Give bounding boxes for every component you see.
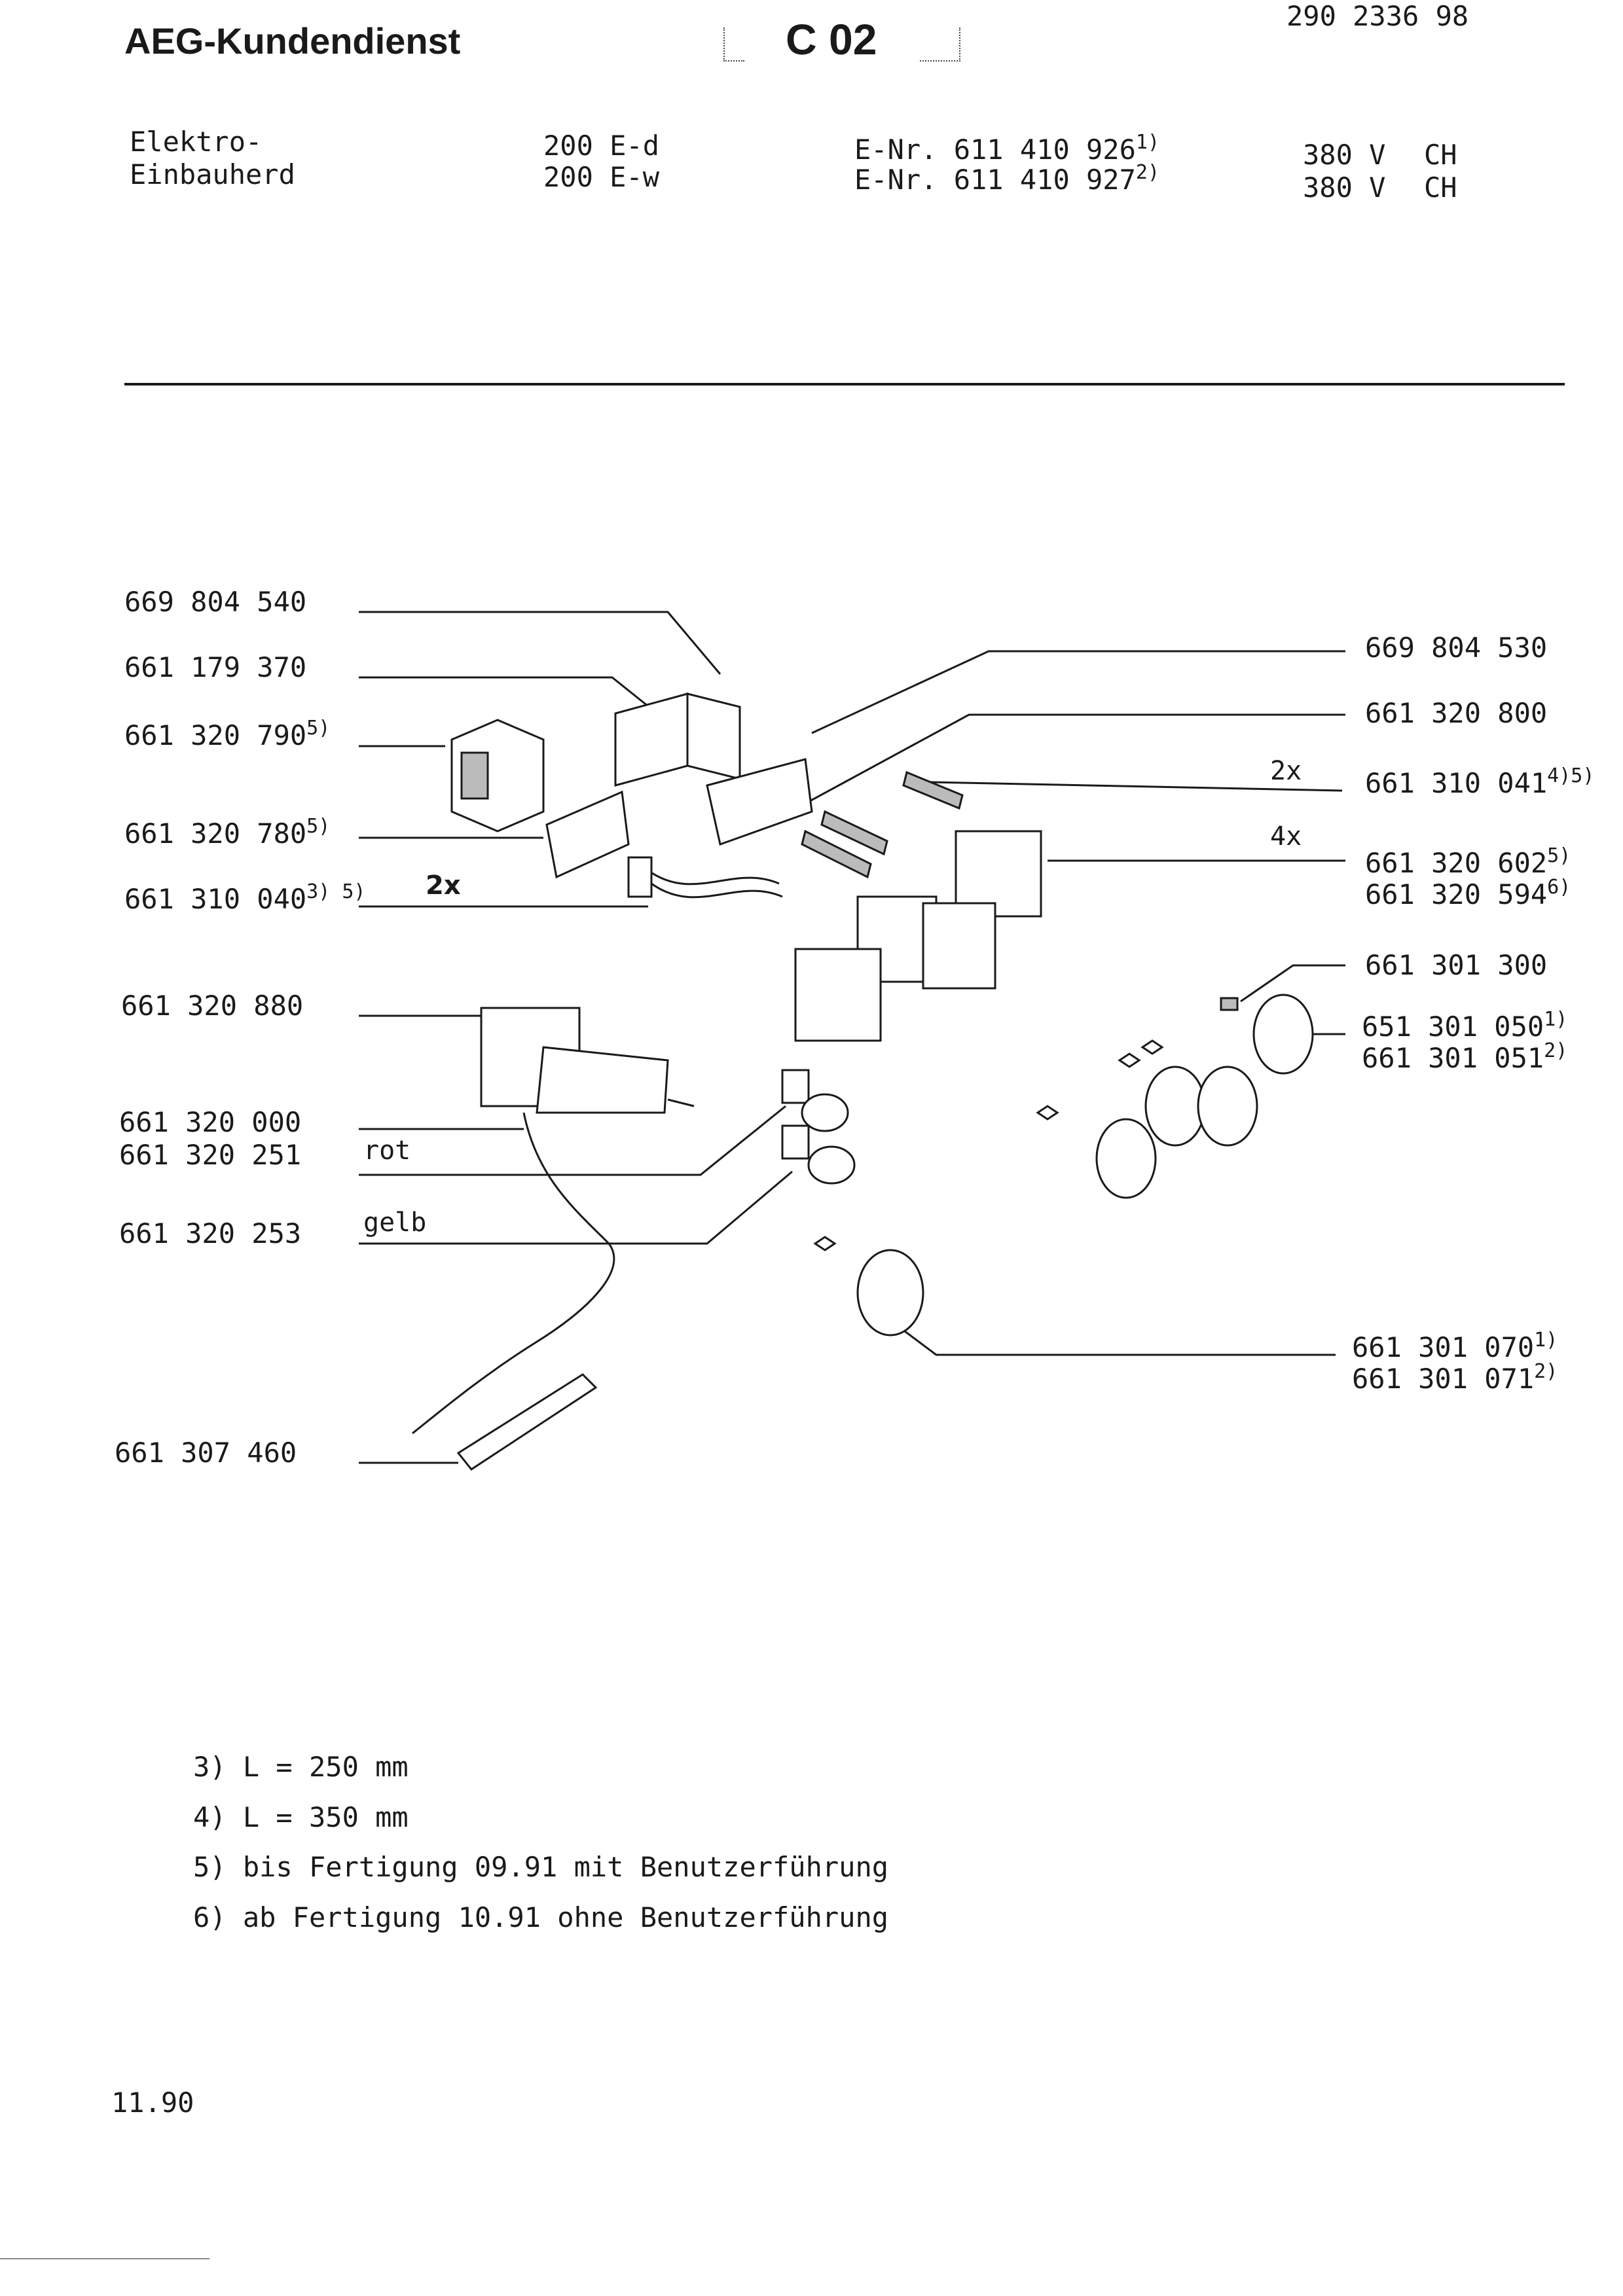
leader-line [359,676,662,718]
code-bracket-right [920,27,960,62]
voltage-1: 380 V [1303,139,1386,171]
part-label-669804540: 669 804 540 [124,586,307,618]
part-number: 661 320 594 [1365,878,1548,910]
enr-number: 611 410 927 [953,164,1136,196]
revision-date: 11.90 [111,2087,194,2119]
temperature-sensor-icon [412,1112,615,1471]
section-code: C 02 [786,15,877,63]
part-label-651301050: 651 301 0501) [1362,1008,1567,1043]
part-number: 661 320 602 [1365,847,1548,879]
control-knob-icon [813,994,1314,1336]
contact-strip-icon [801,770,964,879]
part-note: 2) [1544,1039,1568,1062]
leader-line [359,611,721,675]
enr-note: 2) [1135,161,1160,184]
part-number: 661 301 070 [1352,1331,1535,1363]
product-name-line2: Einbauherd [130,158,295,190]
wire-harness-icon [627,856,783,899]
country-2: CH [1424,171,1457,204]
country-1: CH [1424,139,1457,171]
leader-line [883,1314,1336,1356]
enr-row-2: E-Nr. 611 410 9272) [854,161,1159,196]
document-number: 290 2336 98 [1286,0,1469,32]
part-note: 4)5) [1547,764,1595,787]
part-note: 6) [1547,876,1571,899]
part-label-661320800: 661 320 800 [1365,697,1548,729]
brand-title: AEG-Kundendienst [124,20,461,62]
indicator-lamp-icon [781,1069,856,1185]
part-label-661301070: 661 301 0701) [1352,1329,1558,1363]
wire-color-red: rot [363,1136,411,1166]
model-1: 200 E-d [543,130,660,162]
part-label-661320880: 661 320 880 [121,990,304,1022]
part-label-661320790: 661 320 7905) [124,717,330,751]
part-number: 661 301 071 [1352,1363,1535,1395]
selector-switch-icon [480,1007,695,1114]
leader-line [1240,964,1345,1003]
voltage-2: 380 V [1303,171,1386,204]
part-label-661301071: 661 301 0712) [1352,1360,1558,1395]
switch-module-icon [794,830,1042,1042]
part-number: 661 320 790 [124,719,307,751]
quantity-badge: 4x [1270,821,1302,852]
part-note: 1) [1534,1329,1558,1352]
part-label-661320602: 661 320 6025) [1365,844,1571,879]
connector-block-icon [450,692,813,879]
part-number: 661 320 780 [124,817,307,850]
part-number: 661 301 051 [1362,1042,1544,1074]
enr-number: 611 410 926 [953,134,1136,166]
quantity-badge: 2x [1270,756,1302,786]
enr-row-1: E-Nr. 611 410 9261) [854,131,1159,166]
footnote-6: 6) ab Fertigung 10.91 ohne Benutzerführu… [193,1901,889,1933]
leader-lines-right [808,650,1345,1356]
part-label-661320253: 661 320 253 [119,1217,302,1249]
part-label-661310041: 661 310 0414)5) [1365,764,1594,799]
part-label-661301300: 661 301 300 [1365,949,1548,981]
part-number: 661 310 041 [1365,767,1548,799]
leader-line [811,650,1345,734]
part-label-661179370: 661 179 370 [124,651,307,683]
part-label-661320251: 661 320 251 [119,1139,302,1171]
scan-edge-mark [0,2258,210,2259]
enr-note: 1) [1135,131,1160,154]
footnote-3: 3) L = 250 mm [193,1751,409,1783]
leader-line [808,713,1345,803]
footnote-4: 4) L = 350 mm [193,1801,409,1833]
part-note: 1) [1544,1008,1568,1031]
part-note: 3) 5) [306,880,366,903]
enr-prefix: E-Nr. [854,164,938,196]
part-label-661307460: 661 307 460 [115,1437,297,1469]
part-label-669804530: 669 804 530 [1365,632,1548,664]
wire-color-yellow: gelb [363,1208,427,1238]
model-2: 200 E-w [543,161,660,193]
part-label-661320780: 661 320 7805) [124,815,330,850]
quantity-badge: 2x [426,870,461,901]
product-name-line1: Elektro- [130,126,263,158]
part-label-661320000: 661 320 000 [119,1106,302,1138]
leader-line [359,1170,793,1245]
code-bracket-left [723,27,744,62]
leader-line [929,781,1343,792]
header-rule [124,383,1565,386]
leader-line [359,1105,786,1176]
part-label-661310040: 661 310 0403) 5) [124,880,365,915]
part-note: 5) [1547,844,1571,867]
part-note: 2) [1534,1360,1558,1383]
part-note: 5) [306,717,331,740]
footnote-5: 5) bis Fertigung 09.91 mit Benutzerführu… [193,1851,889,1883]
enr-prefix: E-Nr. [854,134,938,166]
part-note: 5) [306,815,331,838]
leader-lines-left [359,611,793,1464]
part-number: 661 310 040 [124,883,307,915]
part-label-661320594: 661 320 5946) [1365,876,1571,910]
part-label-661301051: 661 301 0512) [1362,1039,1567,1074]
part-number: 651 301 050 [1362,1011,1544,1043]
